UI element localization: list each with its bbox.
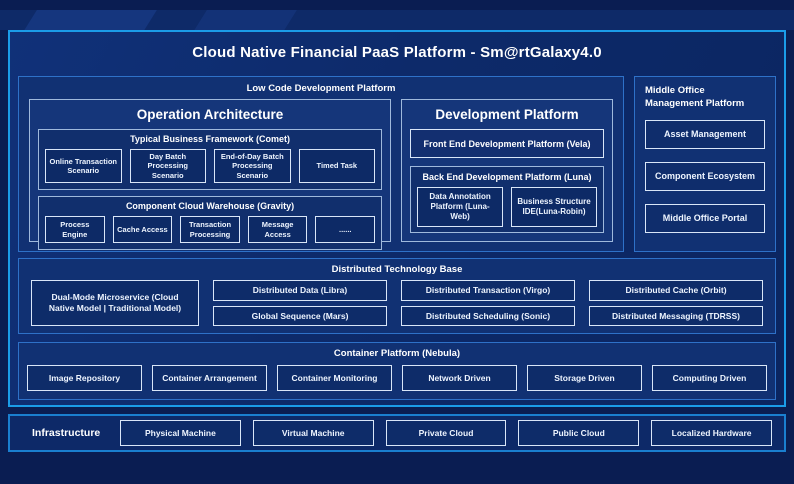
item-timed-task: Timed Task xyxy=(298,149,376,184)
box-back-end-development-platform: Back End Development Platform (Luna) Dat… xyxy=(410,166,604,233)
item-container-arrangement: Container Arrangement xyxy=(152,365,267,391)
container-platform-header: Container Platform (Nebula) xyxy=(333,348,461,359)
item-dual-mode-microservice: Dual-Mode Microservice (Cloud Native Mod… xyxy=(31,280,199,326)
section-infrastructure: Infrastructure Physical Machine Virtual … xyxy=(8,414,786,452)
decorative-stripe xyxy=(189,10,301,30)
item-network-driven: Network Driven xyxy=(402,365,517,391)
page-title: Cloud Native Financial PaaS Platform - S… xyxy=(192,44,602,61)
distributed-header: Distributed Technology Base xyxy=(331,264,463,275)
item-front-end-development-platform: Front End Development Platform (Vela) xyxy=(410,129,604,158)
back-end-items: Data Annotation Platform (Luna-Web) Busi… xyxy=(417,187,598,227)
item-online-transaction-scenario: Online Transaction Scenario xyxy=(45,149,122,184)
item-distributed-data: Distributed Data (Libra) xyxy=(213,280,387,301)
section-container-platform: Container Platform (Nebula) Image Reposi… xyxy=(18,342,776,400)
item-data-annotation-platform: Data Annotation Platform (Luna-Web) xyxy=(417,187,504,227)
item-end-of-day-batch-processing-scenario: End-of-Day Batch Processing Scenario xyxy=(214,149,291,184)
item-global-sequence: Global Sequence (Mars) xyxy=(213,305,387,326)
panel-operation-architecture: Operation Architecture Typical Business … xyxy=(29,99,392,251)
panel-development-platform: Development Platform Front End Developme… xyxy=(401,99,613,242)
item-container-monitoring: Container Monitoring xyxy=(277,365,392,391)
item-asset-management: Asset Management xyxy=(645,119,765,149)
item-process-engine: Process Engine xyxy=(45,216,105,244)
item-distributed-scheduling: Distributed Scheduling (Sonic) xyxy=(401,305,575,326)
item-message-access: Message Access xyxy=(247,216,308,244)
box-component-cloud-warehouse: Component Cloud Warehouse (Gravity) Proc… xyxy=(38,196,383,251)
item-distributed-messaging: Distributed Messaging (TDRSS) xyxy=(589,305,763,326)
distributed-column-1: Distributed Data (Libra) Global Sequence… xyxy=(213,280,387,326)
item-cache-access: Cache Access xyxy=(112,216,173,244)
item-virtual-machine: Virtual Machine xyxy=(252,420,374,446)
middle-office-header: Middle Office Management Platform xyxy=(645,85,745,109)
operation-architecture-title: Operation Architecture xyxy=(136,107,284,122)
distributed-content: Dual-Mode Microservice (Cloud Native Mod… xyxy=(31,280,763,326)
item-transaction-processing: Transaction Processing xyxy=(180,216,240,244)
platform-frame: Cloud Native Financial PaaS Platform - S… xyxy=(8,30,786,407)
back-end-development-platform-title: Back End Development Platform (Luna) xyxy=(422,172,592,182)
item-distributed-cache: Distributed Cache (Orbit) xyxy=(589,280,763,301)
typical-business-framework-title: Typical Business Framework (Comet) xyxy=(130,134,290,144)
distributed-column-3: Distributed Cache (Orbit) Distributed Me… xyxy=(589,280,763,326)
item-computing-driven: Computing Driven xyxy=(652,365,767,391)
component-cloud-warehouse-title: Component Cloud Warehouse (Gravity) xyxy=(125,201,295,212)
low-code-content: Operation Architecture Typical Business … xyxy=(29,99,613,251)
item-localized-hardware: Localized Hardware xyxy=(651,420,772,446)
section-low-code-development-platform: Low Code Development Platform Operation … xyxy=(18,76,624,252)
infrastructure-label: Infrastructure xyxy=(32,427,101,439)
container-platform-items: Image Repository Container Arrangement C… xyxy=(27,365,767,391)
component-cloud-warehouse-items: Process Engine Cache Access Transaction … xyxy=(45,216,376,244)
development-platform-title: Development Platform xyxy=(435,107,579,122)
decorative-stripe xyxy=(19,10,161,30)
distributed-column-2: Distributed Transaction (Virgo) Distribu… xyxy=(401,280,575,326)
item-day-batch-processing-scenario: Day Batch Processing Scenario xyxy=(129,149,207,184)
section-middle-office-management-platform: Middle Office Management Platform Asset … xyxy=(634,76,776,252)
low-code-header: Low Code Development Platform xyxy=(246,83,396,94)
item-business-structure-ide: Business Structure IDE(Luna-Robin) xyxy=(511,187,598,227)
item-middle-office-portal: Middle Office Portal xyxy=(645,203,765,233)
item-ellipsis: ...... xyxy=(315,216,376,244)
item-physical-machine: Physical Machine xyxy=(120,420,241,446)
section-distributed-technology-base: Distributed Technology Base Dual-Mode Mi… xyxy=(18,258,776,334)
item-private-cloud: Private Cloud xyxy=(385,420,507,446)
item-image-repository: Image Repository xyxy=(27,365,142,391)
box-typical-business-framework: Typical Business Framework (Comet) Onlin… xyxy=(38,129,383,191)
item-distributed-transaction: Distributed Transaction (Virgo) xyxy=(401,280,575,301)
item-public-cloud: Public Cloud xyxy=(518,420,640,446)
typical-business-items: Online Transaction Scenario Day Batch Pr… xyxy=(45,149,376,184)
item-storage-driven: Storage Driven xyxy=(527,365,642,391)
decorative-top-band xyxy=(0,10,794,30)
top-sections-row: Low Code Development Platform Operation … xyxy=(18,76,776,252)
item-component-ecosystem: Component Ecosystem xyxy=(645,161,765,191)
